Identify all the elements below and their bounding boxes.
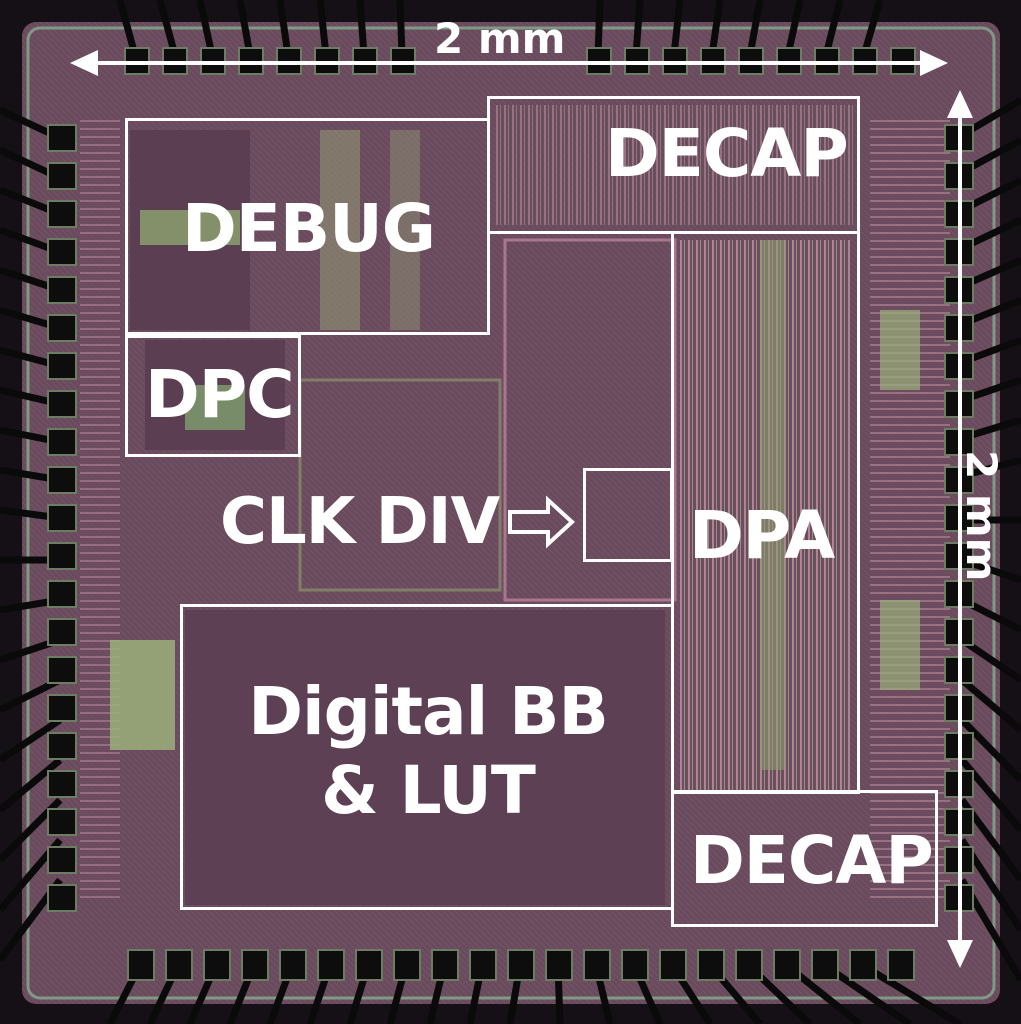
height-dimension-label: 2 mm — [957, 450, 1006, 582]
dpa-label: DPA — [689, 497, 835, 574]
height-dimension-arrow — [947, 90, 973, 968]
clk-div-block — [583, 468, 673, 562]
dpc-label: DPC — [145, 356, 295, 433]
lut-line: & LUT — [321, 752, 536, 830]
debug-label: DEBUG — [182, 190, 436, 267]
digital-bb-lut-block — [180, 604, 674, 910]
clk-div-label: CLK DIV — [220, 485, 500, 559]
digital-bb-line: Digital BB — [248, 673, 609, 750]
decap-top-label: DECAP — [605, 115, 849, 192]
width-dimension-arrow — [70, 50, 948, 76]
dpc-block — [125, 335, 301, 457]
decap-bottom-label: DECAP — [690, 822, 934, 899]
digital-bb-lut-label: Digital BB & LUT — [188, 672, 668, 830]
decap-bottom-block — [671, 790, 938, 927]
clk-div-arrow-icon — [508, 495, 575, 549]
width-dimension-label: 2 mm — [434, 14, 566, 63]
